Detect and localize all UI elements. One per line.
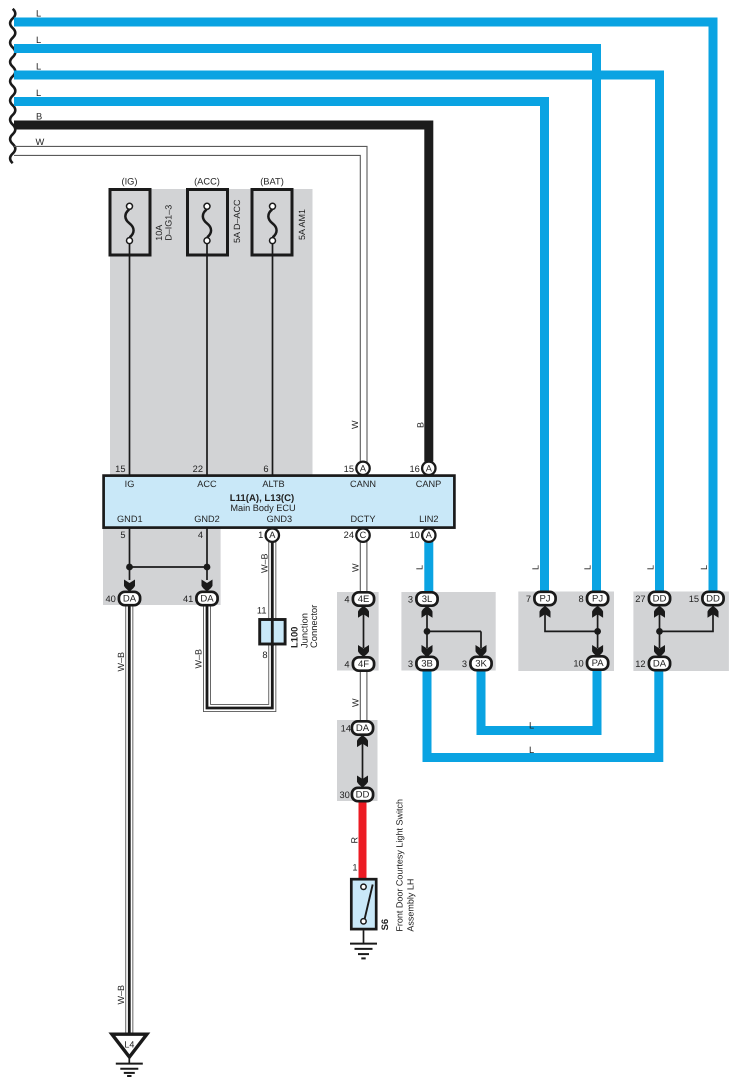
svg-text:27: 27 <box>635 594 645 604</box>
svg-text:CANP: CANP <box>416 479 442 489</box>
svg-text:15: 15 <box>344 464 354 474</box>
svg-text:3: 3 <box>408 659 413 669</box>
svg-text:W: W <box>350 420 360 429</box>
svg-text:DD: DD <box>653 594 667 605</box>
svg-text:L: L <box>646 565 656 570</box>
svg-text:GND2: GND2 <box>194 514 220 524</box>
svg-text:A: A <box>269 530 276 540</box>
svg-text:16: 16 <box>409 464 419 474</box>
svg-text:8: 8 <box>262 650 267 660</box>
svg-text:(IG): (IG) <box>121 177 137 187</box>
svg-text:GND3: GND3 <box>267 514 293 524</box>
svg-text:S6: S6 <box>379 919 390 930</box>
svg-text:C: C <box>360 530 367 540</box>
svg-text:W: W <box>351 698 361 707</box>
svg-text:8: 8 <box>579 594 584 604</box>
svg-text:10: 10 <box>409 530 419 540</box>
svg-text:L: L <box>36 88 41 98</box>
svg-text:PJ: PJ <box>539 594 550 605</box>
svg-text:PJ: PJ <box>592 594 603 605</box>
svg-text:B: B <box>416 422 426 428</box>
svg-text:4: 4 <box>344 595 349 605</box>
svg-text:DA: DA <box>200 594 214 605</box>
svg-text:L: L <box>36 9 41 19</box>
svg-text:Front Door Courtesy Light Swit: Front Door Courtesy Light Switch <box>395 799 405 932</box>
svg-text:LIN2: LIN2 <box>419 514 438 524</box>
svg-text:15: 15 <box>689 594 699 604</box>
svg-text:3B: 3B <box>421 659 433 670</box>
svg-text:24: 24 <box>344 530 354 540</box>
svg-text:L: L <box>415 565 425 570</box>
svg-text:7: 7 <box>526 594 531 604</box>
svg-text:B: B <box>36 112 42 122</box>
svg-text:10A: 10A <box>154 225 164 241</box>
svg-text:W–B: W–B <box>116 985 126 1005</box>
svg-text:IG: IG <box>125 479 135 489</box>
svg-text:(BAT): (BAT) <box>260 177 284 187</box>
svg-text:DA: DA <box>123 594 137 605</box>
svg-text:W–B: W–B <box>259 553 269 573</box>
svg-text:PA: PA <box>592 658 605 669</box>
svg-text:DA: DA <box>356 723 370 734</box>
svg-text:4: 4 <box>344 660 349 670</box>
svg-text:22: 22 <box>193 464 203 474</box>
svg-text:3K: 3K <box>475 659 487 670</box>
svg-text:5: 5 <box>120 530 125 540</box>
svg-text:Connector: Connector <box>308 605 319 648</box>
svg-text:5A AM1: 5A AM1 <box>297 209 307 240</box>
svg-text:W–B: W–B <box>194 649 204 669</box>
svg-text:Junction: Junction <box>299 613 310 648</box>
svg-text:L4: L4 <box>124 1040 134 1050</box>
svg-text:14: 14 <box>341 724 351 734</box>
svg-text:DCTY: DCTY <box>350 514 375 524</box>
svg-text:3L: 3L <box>422 594 433 605</box>
svg-text:ACC: ACC <box>197 479 217 489</box>
svg-text:L100: L100 <box>289 627 300 648</box>
svg-text:ALTB: ALTB <box>262 479 284 489</box>
svg-text:10: 10 <box>573 659 583 669</box>
svg-text:(ACC): (ACC) <box>194 177 220 187</box>
svg-text:L: L <box>531 565 541 570</box>
svg-text:DD: DD <box>356 790 370 801</box>
svg-text:CANN: CANN <box>350 479 376 489</box>
svg-text:A: A <box>426 530 433 540</box>
svg-text:R: R <box>350 837 360 844</box>
svg-text:L: L <box>36 62 41 72</box>
svg-text:L: L <box>699 565 709 570</box>
svg-text:L: L <box>529 721 534 731</box>
svg-text:1: 1 <box>258 530 263 540</box>
svg-text:W–B: W–B <box>116 652 126 672</box>
svg-text:W: W <box>351 563 361 572</box>
svg-text:6: 6 <box>263 464 268 474</box>
svg-text:Main Body ECU: Main Body ECU <box>230 503 295 513</box>
svg-text:4: 4 <box>198 530 203 540</box>
svg-text:15: 15 <box>115 464 125 474</box>
svg-text:DD: DD <box>706 594 720 605</box>
svg-text:12: 12 <box>635 659 645 669</box>
svg-text:11: 11 <box>257 606 267 616</box>
svg-text:A: A <box>426 464 433 474</box>
svg-text:GND1: GND1 <box>117 514 143 524</box>
svg-text:41: 41 <box>183 594 193 604</box>
svg-text:D–IG1–3: D–IG1–3 <box>164 205 174 241</box>
svg-text:DA: DA <box>653 659 667 670</box>
svg-text:4F: 4F <box>358 659 369 670</box>
svg-text:30: 30 <box>339 790 349 800</box>
svg-text:3: 3 <box>462 659 467 669</box>
svg-text:L11(A), L13(C): L11(A), L13(C) <box>230 493 295 504</box>
svg-text:L: L <box>529 745 534 755</box>
svg-text:L: L <box>583 565 593 570</box>
svg-text:40: 40 <box>105 594 115 604</box>
svg-text:L: L <box>36 35 41 45</box>
svg-text:1: 1 <box>352 863 357 873</box>
svg-text:3: 3 <box>408 595 413 605</box>
svg-text:A: A <box>360 464 367 474</box>
svg-text:Assembly LH: Assembly LH <box>406 879 416 932</box>
svg-text:W: W <box>36 137 45 147</box>
svg-text:5A D–ACC: 5A D–ACC <box>232 199 242 243</box>
svg-text:4E: 4E <box>358 594 370 605</box>
